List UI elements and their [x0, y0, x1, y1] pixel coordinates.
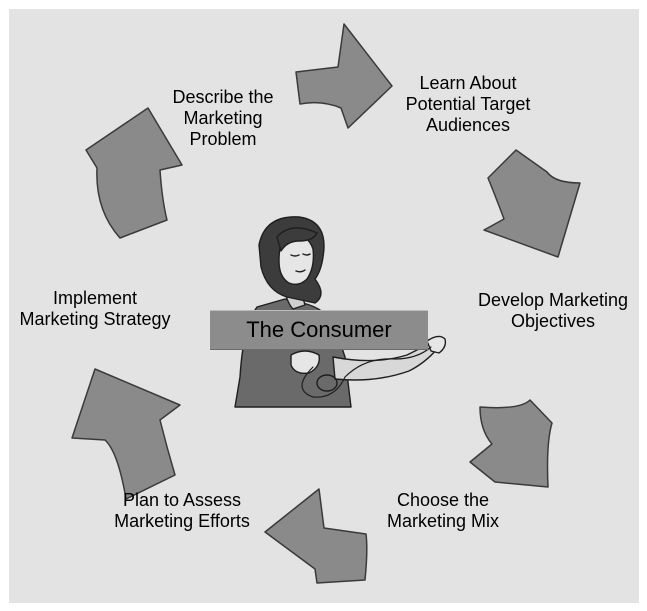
arrow-lower-right-icon	[469, 399, 553, 488]
diagram-background-panel	[9, 9, 639, 603]
arrow-top-icon	[295, 23, 393, 129]
arrow-upper-left-icon	[85, 107, 183, 239]
step-plan-assess: Plan to Assess Marketing Efforts	[114, 490, 250, 531]
center-label: The Consumer	[210, 310, 428, 350]
arrow-upper-right-icon	[483, 149, 581, 258]
step-develop-objectives: Develop Marketing Objectives	[477, 290, 629, 331]
step-describe-problem: Describe the Marketing Problem	[172, 87, 274, 149]
arrow-lower-left-icon	[71, 368, 181, 500]
step-learn-audiences: Learn About Potential Target Audiences	[405, 73, 531, 135]
step-choose-mix: Choose the Marketing Mix	[386, 490, 500, 531]
arrow-bottom-icon	[264, 488, 368, 584]
step-implement-strategy: Implement Marketing Strategy	[19, 288, 171, 329]
